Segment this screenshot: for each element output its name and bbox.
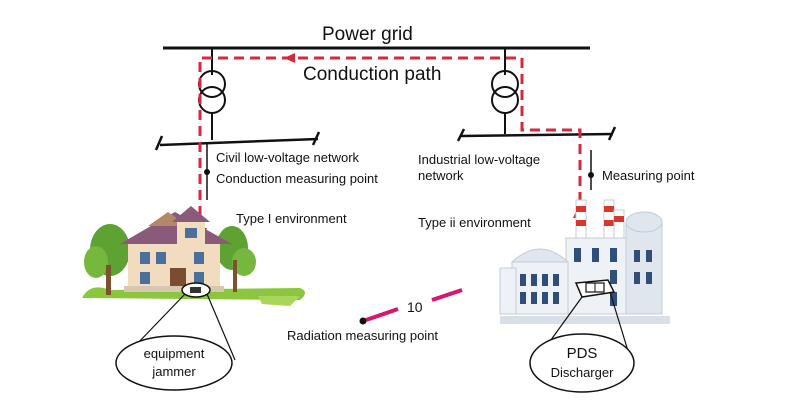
- transformer-icon-right: [491, 48, 519, 134]
- callout-left: [115, 335, 233, 391]
- power-grid-label: Power grid: [322, 24, 413, 45]
- callout-left-line1: equipment: [144, 346, 205, 361]
- distance-label: 10: [407, 299, 423, 315]
- callout-right-line1: PDS: [567, 345, 598, 362]
- conduction-path-arrow: [284, 53, 295, 63]
- factory-icon: [499, 199, 670, 324]
- house-icon: [82, 206, 305, 306]
- civil-network-label: Civil low-voltage network: [216, 150, 360, 165]
- callout-left-line2: jammer: [151, 364, 196, 379]
- callout-right: [529, 333, 635, 393]
- radiation-distance-segment-right: [431, 288, 463, 302]
- conduction-path-label: Conduction path: [303, 64, 441, 85]
- measuring-point-dot: [588, 172, 594, 178]
- industrial-lv-bus: [460, 132, 614, 138]
- type2-environment-label: Type ii environment: [418, 215, 531, 230]
- transformer-icon: [198, 48, 226, 140]
- radiation-distance-segment-left: [365, 307, 399, 322]
- radiation-measuring-point-dot: [359, 317, 367, 325]
- industrial-network-label-line2: network: [418, 168, 464, 183]
- industrial-network-label-line1: Industrial low-voltage: [418, 152, 540, 167]
- civil-lv-bus: [159, 137, 319, 147]
- callout-right-line2: Discharger: [551, 365, 615, 380]
- measuring-point-label: Measuring point: [602, 168, 695, 183]
- conduction-path-line: [198, 56, 582, 285]
- conduction-measuring-point-dot: [204, 169, 210, 175]
- radiation-measuring-point-label: Radiation measuring point: [287, 328, 438, 343]
- conduction-measuring-point-label: Conduction measuring point: [216, 171, 378, 186]
- type1-environment-label: Type I environment: [236, 211, 347, 226]
- pds-device: [574, 279, 616, 298]
